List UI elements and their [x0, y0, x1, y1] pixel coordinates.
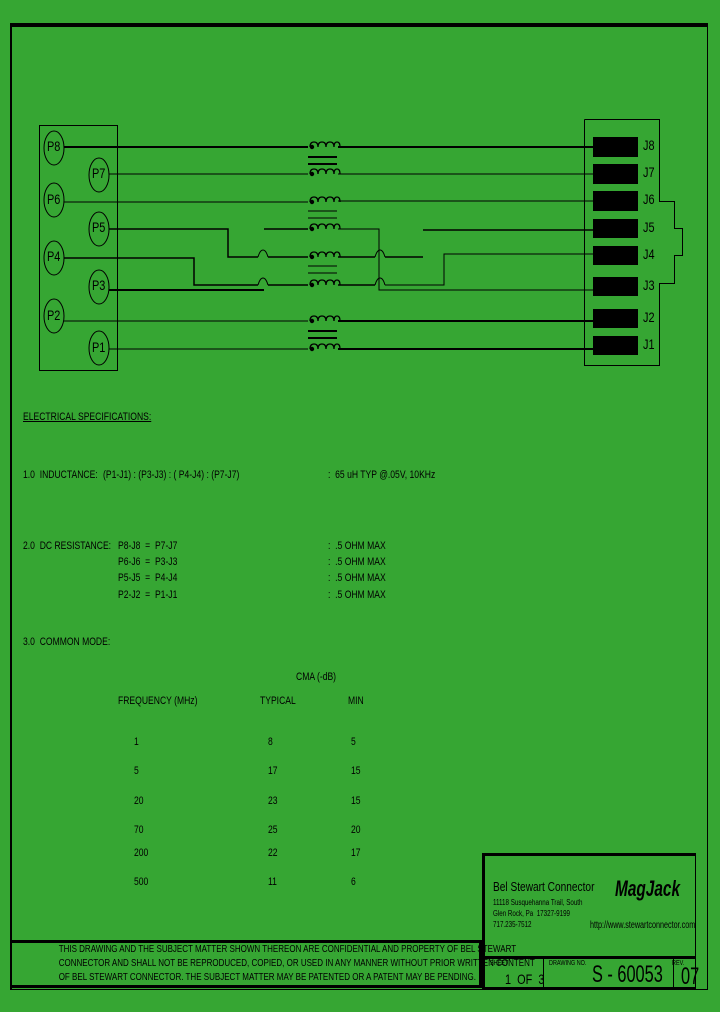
pin-label-p4: P4 [47, 248, 61, 264]
company-address-2: Glen Rock, Pa 17327-9199 [493, 909, 571, 918]
dc-value: : .5 OHM MAX [328, 589, 386, 601]
sheet-value: 1 OF 3 [505, 971, 545, 987]
confidentiality-notice: THIS DRAWING AND THE SUBJECT MATTER SHOW… [10, 940, 535, 988]
cm-freq: 5 [134, 765, 139, 777]
cm-freq: 20 [134, 795, 144, 807]
cm-typ: 25 [268, 824, 278, 836]
pin-label-p8: P8 [47, 138, 61, 154]
pin-label-p2: P2 [47, 307, 61, 323]
dc-pair: P5-J5 = P4-J4 [118, 572, 178, 584]
cm-typ: 11 [268, 876, 277, 888]
jack-label-j2: J2 [643, 309, 655, 325]
inductance-label: 1.0 INDUCTANCE: [23, 469, 98, 481]
drawing-number-label: DRAWING NO. [549, 960, 587, 967]
cm-min: 15 [351, 795, 361, 807]
cm-typ: 22 [268, 847, 278, 859]
col-header-frequency: FREQUENCY (MHz) [118, 695, 198, 707]
col-header-min: MIN [348, 695, 364, 707]
dc-pair: P6-J6 = P3-J3 [118, 556, 178, 568]
pin-label-p3: P3 [92, 277, 106, 293]
cm-typ: 23 [268, 795, 278, 807]
dc-value: : .5 OHM MAX [328, 556, 386, 568]
jack-label-j4: J4 [643, 246, 655, 262]
dc-value: : .5 OHM MAX [328, 540, 386, 552]
confidential-line-3: OF BEL STEWART CONNECTOR. THE SUBJECT MA… [58, 972, 476, 983]
cm-typ: 8 [268, 736, 273, 748]
dc-value: : .5 OHM MAX [328, 572, 386, 584]
cm-min: 17 [351, 847, 361, 859]
drawing-number-value: S - 60053 [592, 961, 663, 988]
cm-min: 20 [351, 824, 361, 836]
cm-freq: 1 [134, 736, 139, 748]
cma-group-header: CMA (-dB) [296, 671, 337, 683]
title-block [482, 853, 696, 959]
confidential-line-1: THIS DRAWING AND THE SUBJECT MATTER SHOW… [58, 944, 517, 955]
common-mode-label: 3.0 COMMON MODE: [23, 636, 111, 648]
left-connector-box [39, 125, 118, 371]
company-phone: 717.235-7512 [493, 920, 532, 929]
rj45-jack-outline [584, 119, 683, 366]
jack-label-j8: J8 [643, 137, 655, 153]
pin-label-p5: P5 [92, 219, 106, 235]
cm-min: 15 [351, 765, 361, 777]
cm-freq: 200 [134, 847, 149, 859]
specs-heading: ELECTRICAL SPECIFICATIONS: [23, 411, 152, 423]
dc-pair: P8-J8 = P7-J7 [118, 540, 178, 552]
pin-label-p7: P7 [92, 165, 106, 181]
cm-typ: 17 [268, 765, 278, 777]
dc-resistance-label: 2.0 DC RESISTANCE: [23, 540, 112, 552]
cm-min: 5 [351, 736, 356, 748]
company-address-1: 11118 Susquehanna Trail, South [493, 898, 583, 907]
magjack-logo: MagJack [615, 876, 681, 901]
company-url[interactable]: http://www.stewartconnector.com [590, 920, 696, 931]
sheet-label: SHEET [490, 960, 509, 967]
cm-min: 6 [351, 876, 356, 888]
col-header-typical: TYPICAL [260, 695, 296, 707]
jack-label-j6: J6 [643, 191, 655, 207]
title-info-row [482, 956, 696, 990]
inductance-value: : 65 uH TYP @.05V, 10KHz [328, 469, 436, 481]
jack-label-j7: J7 [643, 164, 655, 180]
cm-freq: 500 [134, 876, 149, 888]
confidential-line-2: CONNECTOR AND SHALL NOT BE REPRODUCED, C… [58, 958, 535, 969]
dc-pair: P2-J2 = P1-J1 [118, 589, 178, 601]
cm-freq: 70 [134, 824, 144, 836]
revision-value: 07 [681, 963, 700, 990]
jack-label-j3: J3 [643, 277, 655, 293]
drawing-frame [10, 23, 708, 990]
schematic-diagram [39, 119, 683, 371]
jack-label-j5: J5 [643, 219, 655, 235]
company-name: Bel Stewart Connector [493, 879, 595, 894]
pin-label-p1: P1 [92, 339, 106, 355]
pin-label-p6: P6 [47, 191, 61, 207]
revision-label: REV. [672, 960, 685, 967]
inductance-pairs: (P1-J1) : (P3-J3) : ( P4-J4) : (P7-J7) [103, 469, 240, 481]
jack-label-j1: J1 [643, 336, 655, 352]
